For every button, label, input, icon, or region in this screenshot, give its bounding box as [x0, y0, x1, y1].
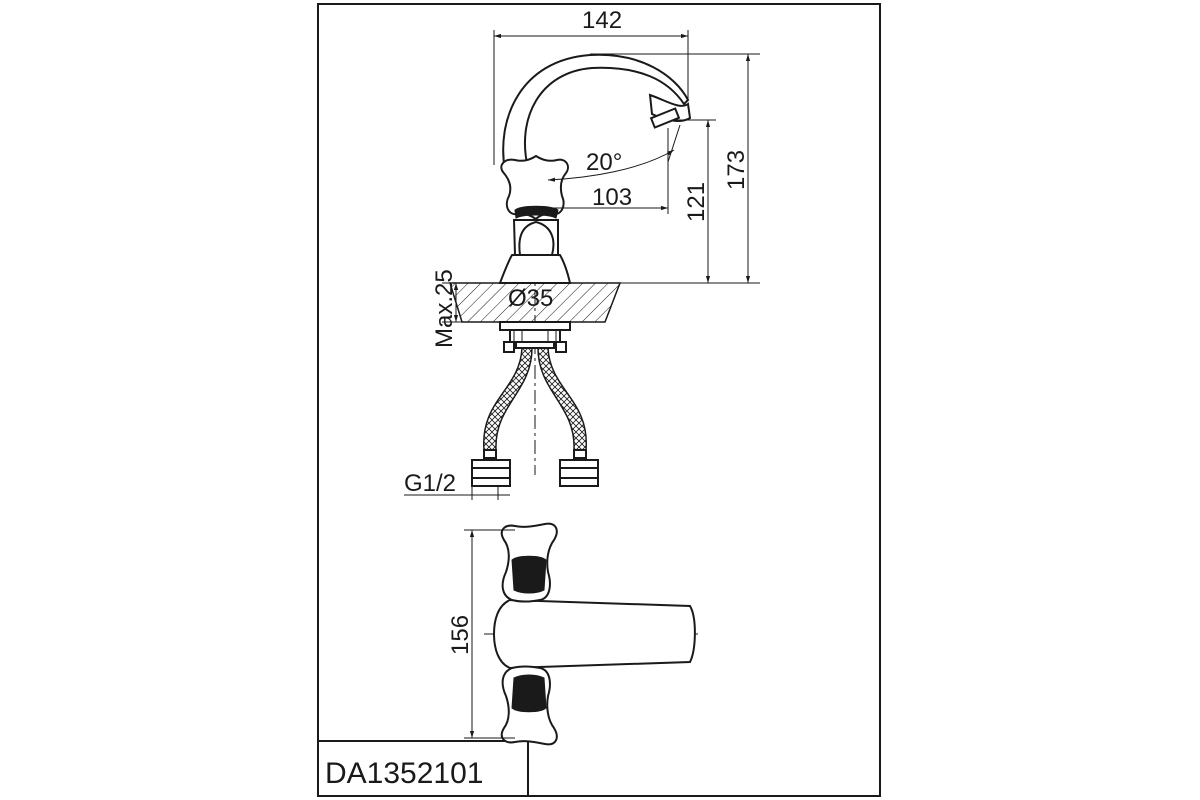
handle: [500, 154, 569, 221]
model-code: DA1352101: [325, 757, 483, 790]
dimension-g12: [404, 486, 510, 500]
faucet-body: [512, 219, 559, 256]
dim-spout-reach: 142: [582, 7, 622, 34]
hose-nut-right: [559, 449, 599, 487]
dimension-173: [590, 53, 760, 284]
faucet-base: [498, 254, 572, 284]
dim-handle-to-spout: 103: [592, 184, 632, 211]
dimension-max25: [442, 282, 470, 323]
dim-spout-height: 121: [683, 182, 710, 222]
dimension-angle: [547, 124, 681, 182]
dim-total-height: 173: [723, 150, 750, 190]
dim-mount-hole: Ø35: [508, 285, 553, 312]
mounting-hardware: [499, 321, 571, 353]
spout: [502, 53, 692, 172]
dimension-121: [675, 119, 716, 283]
dim-base-depth: 156: [447, 615, 474, 655]
hose-nut-left: [471, 449, 511, 487]
dim-swivel-angle: 20°: [586, 149, 622, 176]
top-view-handle-bottom: [500, 665, 558, 746]
dim-max-deck: Max.25: [431, 269, 458, 348]
dimension-142: [493, 30, 689, 165]
drawing-frame: [317, 3, 881, 797]
dim-connection-thread: G1/2: [404, 470, 456, 497]
dimension-156: [464, 529, 515, 739]
top-view-handle-top: [500, 522, 558, 603]
top-view-spout: [492, 598, 696, 670]
